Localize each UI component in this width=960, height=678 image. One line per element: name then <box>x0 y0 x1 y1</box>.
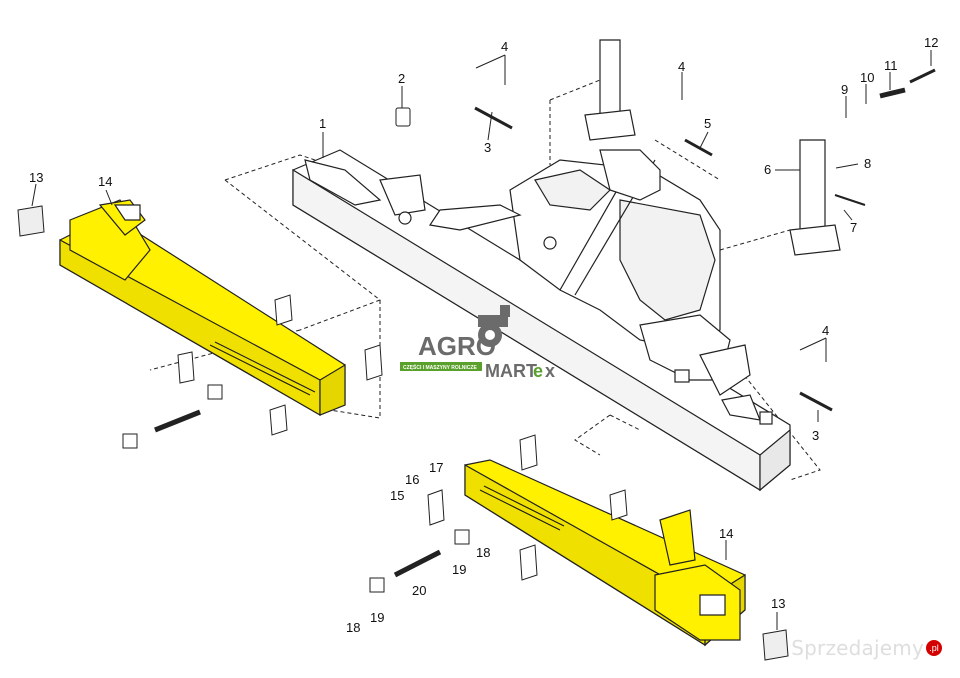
badge-text: Sprzedajemy <box>791 636 924 660</box>
dashed-assembly-lines <box>149 79 821 481</box>
callout-c14a: 14 <box>98 174 112 189</box>
watermark-martex-x: x <box>545 361 555 381</box>
callout-labels: 1233444567891011121313141415161718181919… <box>29 35 938 635</box>
callout-c2: 2 <box>398 71 405 86</box>
watermark: AGRO MART e x CZĘŚCI I MASZYNY ROLNICZE <box>400 305 555 381</box>
watermark-subtitle: CZĘŚCI I MASZYNY ROLNICZE <box>403 364 477 371</box>
callout-c9: 9 <box>841 82 848 97</box>
callout-c14b: 14 <box>719 526 733 541</box>
badge-suffix: .pl <box>926 640 942 656</box>
callout-c8: 8 <box>864 156 871 171</box>
tractor-icon <box>478 305 510 347</box>
callout-c16: 16 <box>405 472 419 487</box>
watermark-subtitle-bar <box>400 362 482 371</box>
callout-c4c: 4 <box>822 323 829 338</box>
callout-c4a: 4 <box>501 39 508 54</box>
right-extension-beam <box>464 459 746 647</box>
callout-c6: 6 <box>764 162 771 177</box>
hardware <box>17 68 936 661</box>
callout-leaders <box>31 50 932 630</box>
callout-c3a: 3 <box>484 140 491 155</box>
callout-c18b: 18 <box>346 620 360 635</box>
callout-c19a: 19 <box>452 562 466 577</box>
callout-c12: 12 <box>924 35 938 50</box>
callout-c13b: 13 <box>771 596 785 611</box>
callout-c13a: 13 <box>29 170 43 185</box>
callout-c7: 7 <box>850 220 857 235</box>
callout-c19b: 19 <box>370 610 384 625</box>
callout-c11: 11 <box>884 58 898 73</box>
watermark-martex-e: e <box>533 361 543 381</box>
callout-c15: 15 <box>390 488 404 503</box>
callout-c4b: 4 <box>678 59 685 74</box>
callout-c17: 17 <box>429 460 443 475</box>
main-frame <box>292 149 791 492</box>
callout-c20: 20 <box>412 583 426 598</box>
left-extension-beam <box>59 199 346 417</box>
jack-stands <box>584 39 841 256</box>
sprzedajemy-badge: Sprzedajemy .pl <box>791 636 942 660</box>
callout-c18a: 18 <box>476 545 490 560</box>
callout-c10: 10 <box>860 70 874 85</box>
callout-c1: 1 <box>319 116 326 131</box>
watermark-martex: MART <box>485 361 537 381</box>
callout-c5: 5 <box>704 116 711 131</box>
callout-c3b: 3 <box>812 428 819 443</box>
